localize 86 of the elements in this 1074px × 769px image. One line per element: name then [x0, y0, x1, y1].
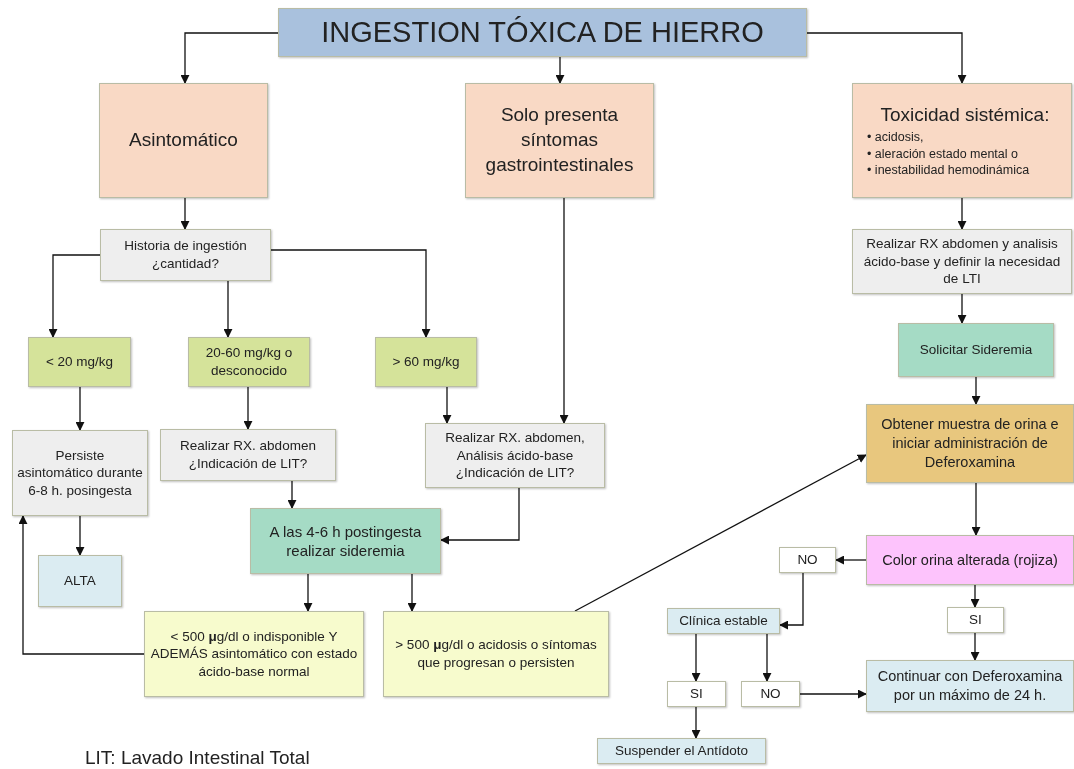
node-text: Historia de ingestión ¿cantidad? [123, 237, 248, 273]
node-text: < 500 μg/dl o indisponible Y ADEMÁS asintomático con estado ácido-base normal [149, 627, 359, 681]
node-text: > 500 μg/dl o acidosis o síntomas que progresan o persisten [394, 636, 598, 672]
process-box [866, 404, 1074, 483]
process-box [465, 83, 654, 198]
arrow [957, 197, 967, 230]
node-text: Suspender el Antídoto [615, 742, 748, 760]
process-box [383, 611, 609, 697]
node-text: NO [797, 551, 818, 569]
title-box [278, 8, 807, 57]
arrow [559, 197, 569, 424]
process-box [375, 337, 477, 387]
node-text: 20-60 mg/kg o desconocido [204, 344, 294, 380]
arrow [762, 633, 772, 682]
arrow [555, 56, 565, 84]
process-box [28, 337, 131, 387]
node-text: Obtener muestra de orina e iniciar administración de Deferoxamina [880, 415, 1060, 472]
arrow [180, 32, 279, 84]
arrow [440, 487, 520, 545]
arrow [691, 706, 701, 739]
node-text: INGESTION TÓXICA DE HIERRO [321, 14, 764, 50]
process-box [144, 611, 364, 697]
node-text: A las 4-6 h postingesta realizar sideremia [268, 521, 423, 561]
list-item: • acidosis, [867, 129, 925, 146]
arrow [243, 386, 253, 430]
arrow [407, 573, 417, 612]
node-text: NO [760, 685, 781, 703]
node-text: Asintomático [129, 128, 238, 153]
arrow [835, 555, 867, 565]
arrow [303, 573, 313, 612]
node-text: Persiste asintomático durante 6-8 h. posingesta [17, 446, 143, 500]
node-text: Realizar RX abdomen y analisis ácido-base y definir la necesidad de LTI [862, 235, 1062, 288]
process-box [250, 508, 441, 574]
arrow [18, 515, 145, 655]
arrow [799, 689, 867, 699]
process-box [597, 738, 766, 764]
heading-text: Toxicidad sistémica: [880, 102, 1050, 127]
arrow [970, 584, 980, 608]
process-box [100, 229, 271, 281]
arrow [971, 482, 981, 536]
arrow [442, 386, 452, 424]
process-box [425, 423, 605, 488]
node-text: Solicitar Sideremia [919, 341, 1033, 359]
process-box [667, 608, 780, 634]
answer-box [667, 681, 726, 707]
arrow [779, 572, 804, 630]
process-box [160, 429, 336, 481]
process-box [852, 83, 1072, 198]
process-box [866, 535, 1074, 585]
arrow [180, 197, 190, 230]
arrow [223, 280, 233, 338]
node-text: Solo presenta síntomas gastrointestinales [484, 103, 635, 177]
process-box [898, 323, 1054, 377]
node-text: > 60 mg/kg [392, 353, 460, 371]
answer-box [741, 681, 800, 707]
process-box [852, 229, 1072, 294]
node-text: Continuar con Deferoxamina por un máximo de 24 h. [876, 667, 1064, 705]
list-item: • inestabilidad hemodinámica [867, 161, 1030, 179]
node-text: Clínica estable [679, 612, 768, 630]
node-text: < 20 mg/kg [45, 353, 114, 371]
arrow [75, 386, 85, 431]
arrow [574, 454, 867, 612]
process-box [188, 337, 310, 387]
node-text: SI [969, 611, 982, 629]
process-box [38, 555, 122, 607]
list-item: • aleración estado mental o [867, 145, 1018, 162]
node-text: Realizar RX. abdomen ¿Indicación de LIT? [179, 437, 317, 473]
arrow [75, 515, 85, 556]
arrow [806, 32, 967, 84]
arrow [287, 480, 297, 509]
answer-box [779, 547, 836, 573]
arrow [48, 254, 101, 338]
process-box [866, 660, 1074, 712]
process-box [12, 430, 148, 516]
arrow [970, 632, 980, 661]
answer-box [947, 607, 1004, 633]
node-text: SI [690, 685, 703, 703]
arrow [691, 633, 701, 682]
node-text: ALTA [64, 572, 96, 590]
node-text: Color orina alterada (rojiza) [882, 550, 1058, 570]
arrow [957, 293, 967, 324]
footnote-text: LIT: Lavado Intestinal Total [85, 747, 310, 769]
node-text: Realizar RX. abdomen, Análisis ácido-base ¿Indicación de LIT? [444, 429, 586, 482]
arrow [270, 249, 431, 338]
process-box [99, 83, 268, 198]
arrow [971, 376, 981, 405]
